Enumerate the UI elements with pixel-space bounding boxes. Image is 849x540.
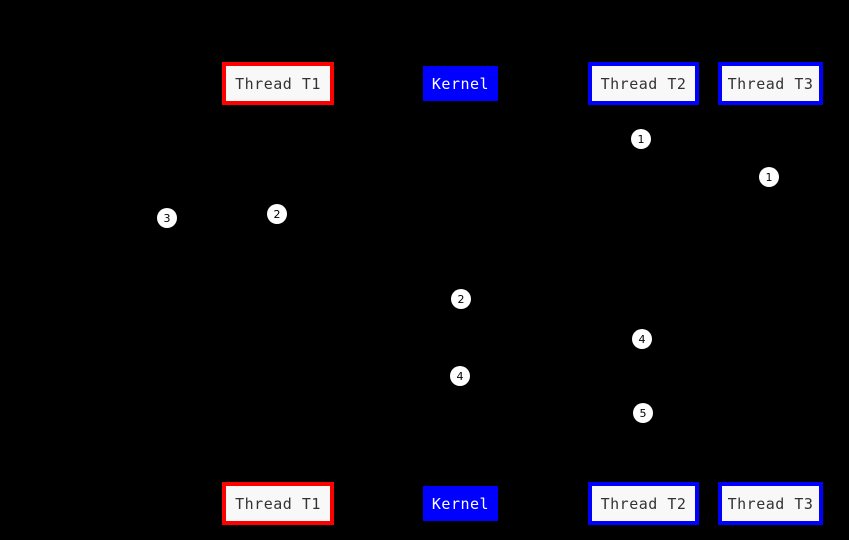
step-number: 1 — [637, 132, 645, 146]
step-number: 2 — [457, 292, 465, 306]
lifeline-t3 — [769, 105, 771, 482]
participant-label: Thread T3 — [727, 494, 814, 513]
participant-label: Thread T3 — [727, 74, 814, 93]
participant-label: Kernel — [431, 74, 490, 93]
message-line-5 — [642, 339, 668, 341]
message-line-7 — [642, 413, 668, 415]
step-badge: 2 — [267, 204, 287, 224]
participant-header-t3[interactable]: Thread T3 — [718, 62, 823, 105]
participant-label: Thread T2 — [600, 74, 687, 93]
participant-footer-t2[interactable]: Thread T2 — [588, 482, 699, 525]
step-badge: 4 — [450, 366, 470, 386]
message-line-4 — [459, 299, 485, 301]
step-badge: 5 — [633, 403, 653, 423]
message-line-1 — [642, 139, 668, 141]
message-line-3 — [167, 218, 277, 220]
message-line-2 — [769, 177, 795, 179]
step-badge: 3 — [157, 208, 177, 228]
step-number: 3 — [163, 211, 171, 225]
participant-header-t2[interactable]: Thread T2 — [588, 62, 699, 105]
lifeline-t1 — [276, 105, 278, 482]
message-line-6 — [459, 376, 485, 378]
step-badge: 4 — [632, 329, 652, 349]
step-badge: 1 — [631, 129, 651, 149]
participant-label: Thread T1 — [235, 494, 321, 513]
participant-footer-kernel[interactable]: Kernel — [423, 486, 498, 521]
step-badge: 2 — [451, 289, 471, 309]
step-number: 5 — [639, 406, 647, 420]
step-number: 1 — [765, 170, 773, 184]
step-number: 4 — [456, 369, 464, 383]
step-number: 4 — [638, 332, 646, 346]
participant-label: Kernel — [431, 494, 490, 513]
participant-label: Thread T2 — [600, 494, 687, 513]
participant-footer-t3[interactable]: Thread T3 — [718, 482, 823, 525]
participant-header-kernel[interactable]: Kernel — [423, 66, 498, 101]
step-badge: 1 — [759, 167, 779, 187]
participant-label: Thread T1 — [235, 74, 321, 93]
step-number: 2 — [273, 207, 281, 221]
participant-footer-t1[interactable]: Thread T1 — [222, 482, 334, 525]
lifeline-t2 — [642, 105, 644, 482]
participant-header-t1[interactable]: Thread T1 — [222, 62, 334, 105]
